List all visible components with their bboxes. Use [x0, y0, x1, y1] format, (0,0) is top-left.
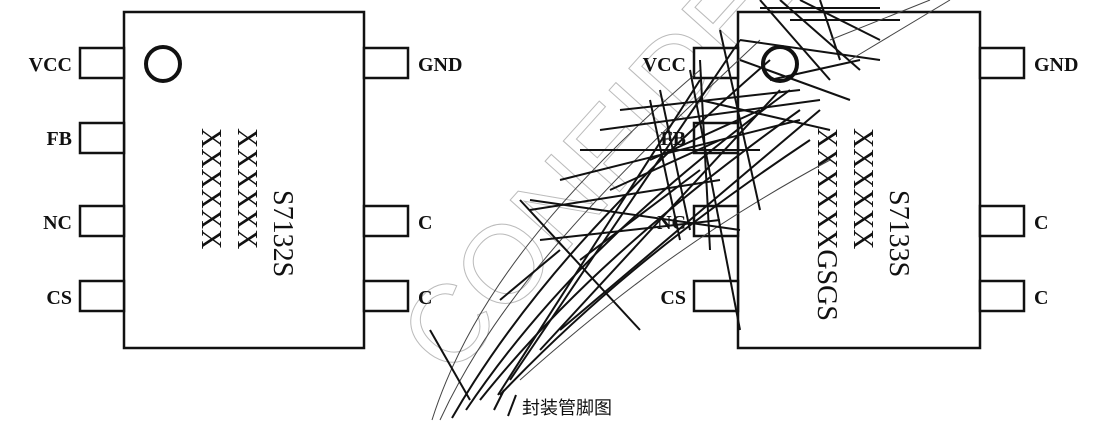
pin-label-vcc: VCC [29, 54, 72, 76]
pin-label-fb: FB [46, 128, 72, 150]
marking-line-2: XXXXXX [847, 128, 878, 249]
pin-label-vcc: VCC [643, 54, 686, 76]
pin-label-nc: NC [43, 212, 72, 234]
pin-vcc [78, 46, 126, 80]
pin-label-c2: C [1034, 287, 1048, 309]
marking-line-3: S7132S [267, 190, 298, 277]
pin-label-cs: CS [46, 287, 72, 309]
diagram-caption: 封装管脚图 [522, 398, 612, 419]
pin-c2 [362, 279, 410, 313]
marking-line-2: XXXXXX [231, 128, 262, 249]
pin-gnd [362, 46, 410, 80]
pin-label-gnd: GND [418, 54, 462, 76]
pin1-indicator-icon [761, 45, 799, 83]
marking-line-3: S7133S [883, 190, 914, 277]
marking-line-1: XXXXXXGSGS [811, 128, 842, 321]
chip-left: VCC FB NC CS GND C C XXXXXX XXXXXX S7132… [29, 10, 462, 350]
chip-body [122, 10, 366, 350]
pin-c1 [978, 204, 1026, 238]
pin-label-c1: C [418, 212, 432, 234]
pin-gnd [978, 46, 1026, 80]
pin-nc [78, 204, 126, 238]
pin-c1 [362, 204, 410, 238]
pin-fb [78, 121, 126, 155]
pin-label-gnd: GND [1034, 54, 1078, 76]
scribble-overlay [429, 0, 951, 421]
pin-label-cs: CS [660, 287, 686, 309]
marking-line-1: XXXXXX [195, 128, 226, 249]
pin-c2 [978, 279, 1026, 313]
pin-label-c2: C [418, 287, 432, 309]
pin-label-c1: C [1034, 212, 1048, 234]
pin-cs [78, 279, 126, 313]
pin1-indicator-icon [144, 45, 182, 83]
